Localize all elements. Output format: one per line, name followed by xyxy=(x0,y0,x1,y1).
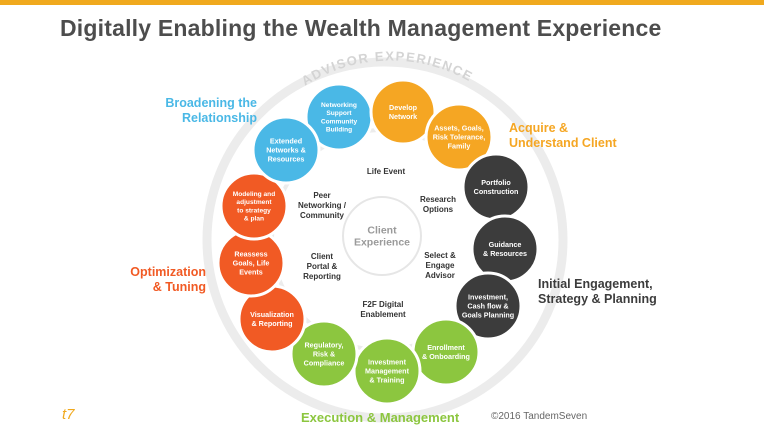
circle-regulatory: Regulatory,Risk &Compliance xyxy=(289,319,359,389)
category-line: & Tuning xyxy=(152,280,206,294)
center-circle xyxy=(342,196,422,276)
circle-assets-goals-shape xyxy=(424,102,494,172)
circle-investment-cashflow-shape xyxy=(453,271,523,341)
circle-visualization-label: Visualization& Reporting xyxy=(250,310,294,328)
advisor-experience-arc-label: ADVISOR EXPERIENCE xyxy=(299,48,476,88)
category-line: Relationship xyxy=(181,111,257,125)
circle-enrollment: Enrollment& Onboarding xyxy=(411,317,481,387)
category-optimization-tuning: Optimization& Tuning xyxy=(110,265,206,295)
circle-investment-cashflow-label: Investment,Cash flow &Goals Planning xyxy=(462,293,514,320)
category-line: Broadening the xyxy=(165,96,257,110)
category-line: Strategy & Planning xyxy=(538,292,657,306)
category-line: Execution & Management xyxy=(301,410,460,425)
circle-regulatory-label: Regulatory,Risk &Compliance xyxy=(304,341,345,368)
circle-extended-networks-shape xyxy=(251,115,321,185)
page-title: Digitally Enabling the Wealth Management… xyxy=(60,15,662,41)
tandemseven-logo: t7 xyxy=(62,406,75,423)
category-line: Understand Client xyxy=(509,136,617,150)
circle-modeling-shape xyxy=(219,171,289,241)
circle-develop-network-shape xyxy=(369,78,437,146)
circle-enrollment-label: Enrollment& Onboarding xyxy=(422,343,470,361)
circle-regulatory-shape xyxy=(289,319,359,389)
category-initial-engagement: Initial Engagement,Strategy & Planning xyxy=(538,277,657,307)
category-acquire-understand-client: Acquire &Understand Client xyxy=(509,121,617,151)
category-line: Acquire & xyxy=(509,121,569,135)
circle-guidance-label: Guidance& Resources xyxy=(483,240,527,258)
category-execution-management: Execution & Management xyxy=(301,410,459,425)
circle-assets-goals-label: Assets, Goals,Risk Tolerance,Family xyxy=(433,124,486,151)
circle-assets-goals: Assets, Goals,Risk Tolerance,Family xyxy=(424,102,494,172)
category-line: Optimization xyxy=(130,265,206,279)
top-accent-bar xyxy=(0,0,764,5)
outer-ring xyxy=(202,57,568,423)
circle-guidance: Guidance& Resources xyxy=(470,214,540,284)
copyright-notice: ©2016 TandemSeven xyxy=(491,411,588,422)
inner-label-life-event: Life Event xyxy=(367,167,406,176)
category-line: Initial Engagement, xyxy=(538,277,653,291)
circle-investment-cashflow: Investment,Cash flow &Goals Planning xyxy=(453,271,523,341)
